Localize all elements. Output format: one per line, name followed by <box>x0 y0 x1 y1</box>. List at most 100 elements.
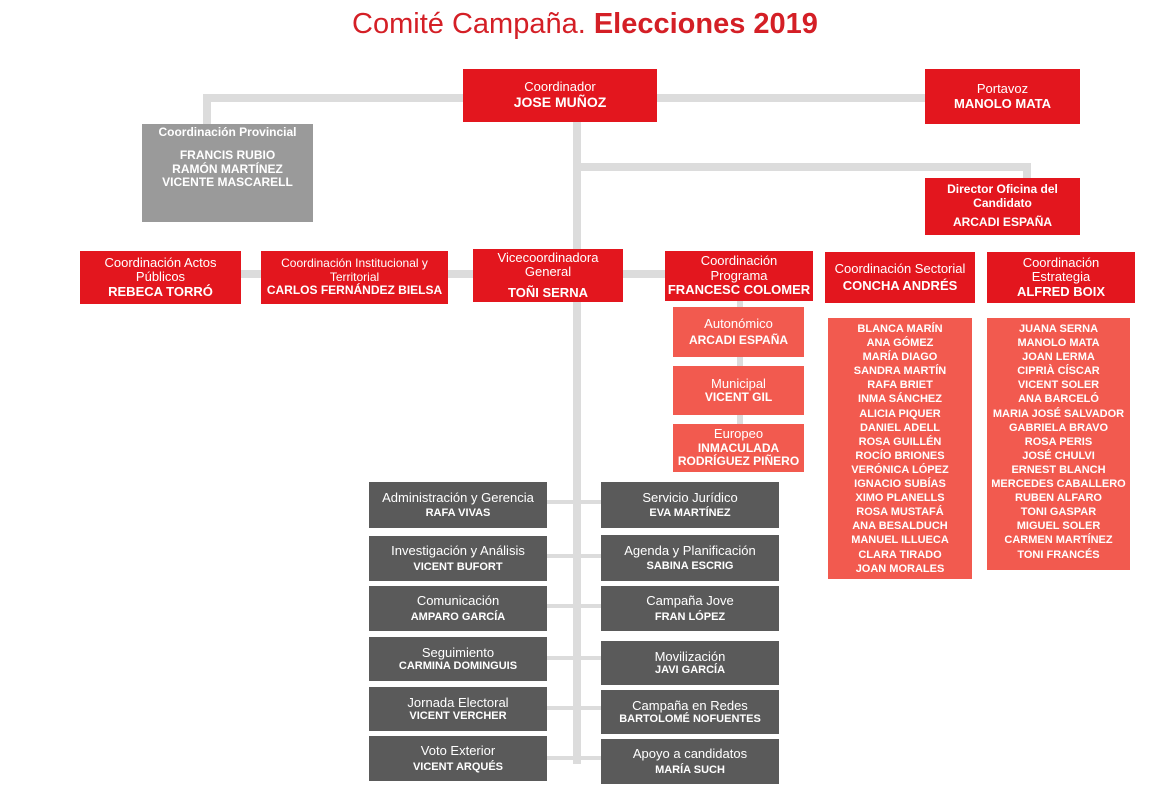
member-name: RAFA BRIET <box>867 379 933 392</box>
connector-right-ticks <box>580 756 602 760</box>
person-name: MANOLO MATA <box>954 95 1051 111</box>
agenda-planificacion-box: Agenda y Planificación SABINA ESCRIG <box>601 535 779 581</box>
member-name: DANIEL ADELL <box>859 421 941 434</box>
person-name: FRANCIS RUBIO <box>179 148 276 163</box>
connector-right-ticks <box>580 706 602 710</box>
member-name: INMA SÁNCHEZ <box>858 393 942 406</box>
person-name: ARCADI ESPAÑA <box>952 215 1053 230</box>
programa-europeo-box: Europeo INMACULADA RODRÍGUEZ PIÑERO <box>673 424 804 472</box>
member-name: VICENT SOLER <box>1017 379 1100 392</box>
member-name: TONI FRANCÉS <box>1017 548 1100 561</box>
role-label: Municipal <box>711 375 766 391</box>
role-label: Coordinación Estrategia <box>1022 254 1100 285</box>
connector-right-ticks <box>580 500 602 504</box>
member-name: ROCÍO BRIONES <box>855 449 945 462</box>
member-name: IGNACIO SUBÍAS <box>854 478 946 491</box>
connector-row-left2 <box>448 270 476 278</box>
coordinacion-estrategia-box: Coordinación Estrategia ALFRED BOIX <box>987 252 1135 303</box>
connector-left-ticks <box>546 500 574 504</box>
role-label: Campaña Jove <box>646 593 734 609</box>
person-name: ARCADI ESPAÑA <box>688 332 789 347</box>
role-label: Comunicación <box>416 593 500 609</box>
coordinacion-actos-publicos-box: Coordinación Actos Públicos REBECA TORRÓ <box>80 251 241 304</box>
member-name: XIMO PLANELLS <box>855 492 945 505</box>
person-name: FRANCESC COLOMER <box>667 282 811 298</box>
connector-director-drop <box>1023 163 1031 179</box>
administracion-box: Administración y Gerencia RAFA VIVAS <box>369 482 547 528</box>
role-label: Europeo <box>713 426 764 442</box>
seguimiento-box: Seguimiento CARMINA DOMINGUIS <box>369 637 547 681</box>
member-name: ANA GÓMEZ <box>866 337 934 350</box>
role-label: Coordinación Programa <box>700 253 778 283</box>
role-label: Agenda y Planificación <box>624 542 756 558</box>
person-name: VICENT GIL <box>704 390 773 405</box>
member-name: CLARA TIRADO <box>858 548 942 561</box>
person-name: VICENTE MASCARELL <box>162 175 293 190</box>
role-label: Investigación y Análisis <box>391 543 525 559</box>
coordinador-box: Coordinador JOSE MUÑOZ <box>463 69 657 122</box>
servicio-juridico-box: Servicio Jurídico EVA MARTÍNEZ <box>601 482 779 528</box>
campana-jove-box: Campaña Jove FRAN LÓPEZ <box>601 586 779 631</box>
connector-left-ticks <box>546 604 574 608</box>
person-name: BARTOLOMÉ NOFUENTES <box>619 713 761 726</box>
person-name: RAMÓN MARTÍNEZ <box>172 161 283 176</box>
member-name: MIGUEL SOLER <box>1016 520 1101 533</box>
connector-row-right <box>622 270 667 278</box>
voto-exterior-box: Voto Exterior VICENT ARQUÉS <box>369 736 547 781</box>
member-name: ROSA PERIS <box>1024 435 1093 448</box>
member-name: MARÍA DIAGO <box>862 351 938 364</box>
member-name: ANA BARCELÓ <box>1018 393 1099 406</box>
member-name: MANOLO MATA <box>1017 337 1100 350</box>
role-label: Jornada Electoral <box>407 694 509 710</box>
movilizacion-box: Movilización JAVI GARCÍA <box>601 641 779 685</box>
member-name: CARMEN MARTÍNEZ <box>1004 534 1113 547</box>
person-name: CARMINA DOMINGUIS <box>398 660 518 673</box>
connector-right-ticks <box>580 554 602 558</box>
coordinacion-programa-box: Coordinación Programa FRANCESC COLOMER <box>665 251 813 301</box>
programa-municipal-box: Municipal VICENT GIL <box>673 366 804 415</box>
comunicacion-box: Comunicación AMPARO GARCÍA <box>369 586 547 631</box>
member-name: GABRIELA BRAVO <box>1009 421 1108 434</box>
member-name: MARIA JOSÉ SALVADOR <box>992 407 1125 420</box>
person-name: TOÑI SERNA <box>508 284 588 300</box>
member-name: ALICIA PIQUER <box>859 407 941 420</box>
connector-left-ticks <box>546 554 574 558</box>
member-name: VERÓNICA LÓPEZ <box>851 463 949 476</box>
member-name: ANA BESALDUCH <box>852 520 948 533</box>
connector-row-left <box>240 270 264 278</box>
role-label: Coordinador <box>524 79 596 95</box>
director-oficina-box: Director Oficina del Candidato ARCADI ES… <box>925 178 1080 235</box>
role-label: Servicio Jurídico <box>642 489 738 505</box>
member-name: MERCEDES CABALLERO <box>991 478 1126 491</box>
member-name: JUANA SERNA <box>1018 323 1099 335</box>
person-name: CARLOS FERNÁNDEZ BIELSA <box>266 283 443 298</box>
programa-autonomico-box: Autonómico ARCADI ESPAÑA <box>673 307 804 357</box>
member-name: TONI GASPAR <box>1020 506 1097 519</box>
campana-redes-box: Campaña en Redes BARTOLOMÉ NOFUENTES <box>601 690 779 734</box>
portavoz-box: Portavoz MANOLO MATA <box>925 69 1080 124</box>
person-name: EVA MARTÍNEZ <box>649 507 731 520</box>
role-label: Seguimiento <box>421 644 495 660</box>
person-name: VICENT BUFORT <box>413 560 503 573</box>
role-label: Director Oficina del Candidato <box>947 182 1058 210</box>
person-name: REBECA TORRÓ <box>108 283 213 299</box>
connector-left-ticks <box>546 656 574 660</box>
person-name: FRAN LÓPEZ <box>654 610 726 623</box>
person-name: CONCHA ANDRÉS <box>842 277 958 293</box>
role-label: Campaña en Redes <box>632 697 748 713</box>
role-label: Autonómico <box>704 316 773 331</box>
title-prefix: Comité Campaña. <box>352 8 586 40</box>
connector-main-vertical <box>573 122 581 764</box>
person-name: RAFA VIVAS <box>425 507 491 520</box>
role-label: Coordinación Sectorial <box>834 260 966 276</box>
connector-left-ticks <box>546 706 574 710</box>
role-label: Coordinación Actos Públicos <box>104 254 217 285</box>
member-name: ROSA MUSTAFÁ <box>856 506 944 519</box>
connector-director-horizontal <box>573 163 1031 171</box>
role-label: Voto Exterior <box>420 743 496 759</box>
member-name: CIPRIÀ CÍSCAR <box>1017 365 1100 378</box>
role-label: Coordinación Provincial <box>158 125 297 139</box>
title-main: Elecciones 2019 <box>593 8 818 40</box>
